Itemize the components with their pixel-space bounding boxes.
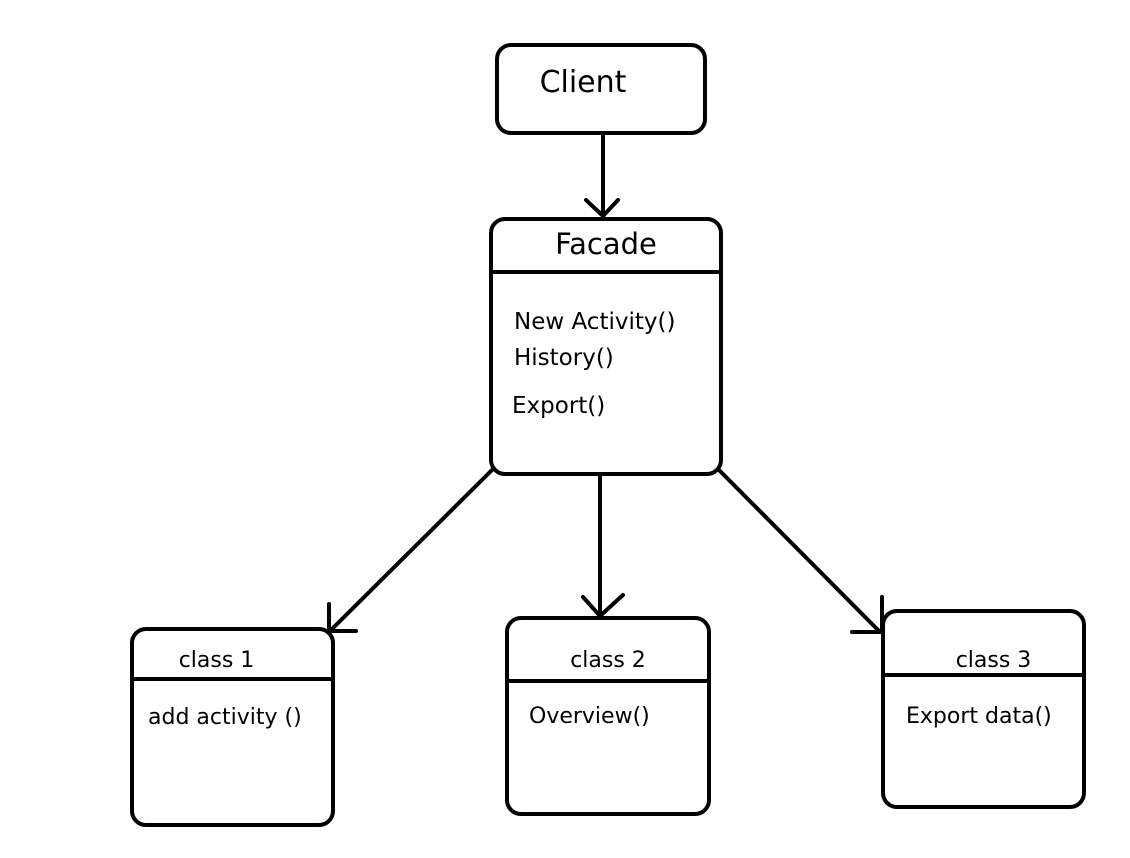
arrow-client-to-facade xyxy=(584,134,620,218)
class3-method: Export data() xyxy=(906,704,1052,729)
facade-method-export: Export() xyxy=(512,393,606,419)
facade-box: Facade New Activity() History() Export() xyxy=(489,217,723,476)
arrow-facade-to-class1 xyxy=(327,468,494,633)
class3-title: class 3 xyxy=(955,648,1032,673)
class1-title: class 1 xyxy=(178,648,255,673)
class2-method: Overview() xyxy=(529,704,650,729)
client-title: Client xyxy=(539,65,627,100)
class3-box: class 3 Export data() xyxy=(881,609,1086,809)
facade-title: Facade xyxy=(555,227,657,261)
class2-title: class 2 xyxy=(570,648,646,673)
class1-box: class 1 add activity () xyxy=(130,627,335,827)
arrow-facade-to-class2 xyxy=(581,468,625,618)
facade-divider xyxy=(489,270,723,274)
arrow-facade-to-class3 xyxy=(717,468,884,634)
class1-divider xyxy=(130,677,335,681)
class3-divider xyxy=(881,673,1086,677)
class2-box: class 2 Overview() xyxy=(505,616,711,816)
client-box: Client xyxy=(495,43,707,135)
class1-method: add activity () xyxy=(148,705,302,730)
facade-method-new-activity: New Activity() xyxy=(514,309,676,335)
facade-method-history: History() xyxy=(514,345,614,371)
class2-divider xyxy=(505,679,711,683)
